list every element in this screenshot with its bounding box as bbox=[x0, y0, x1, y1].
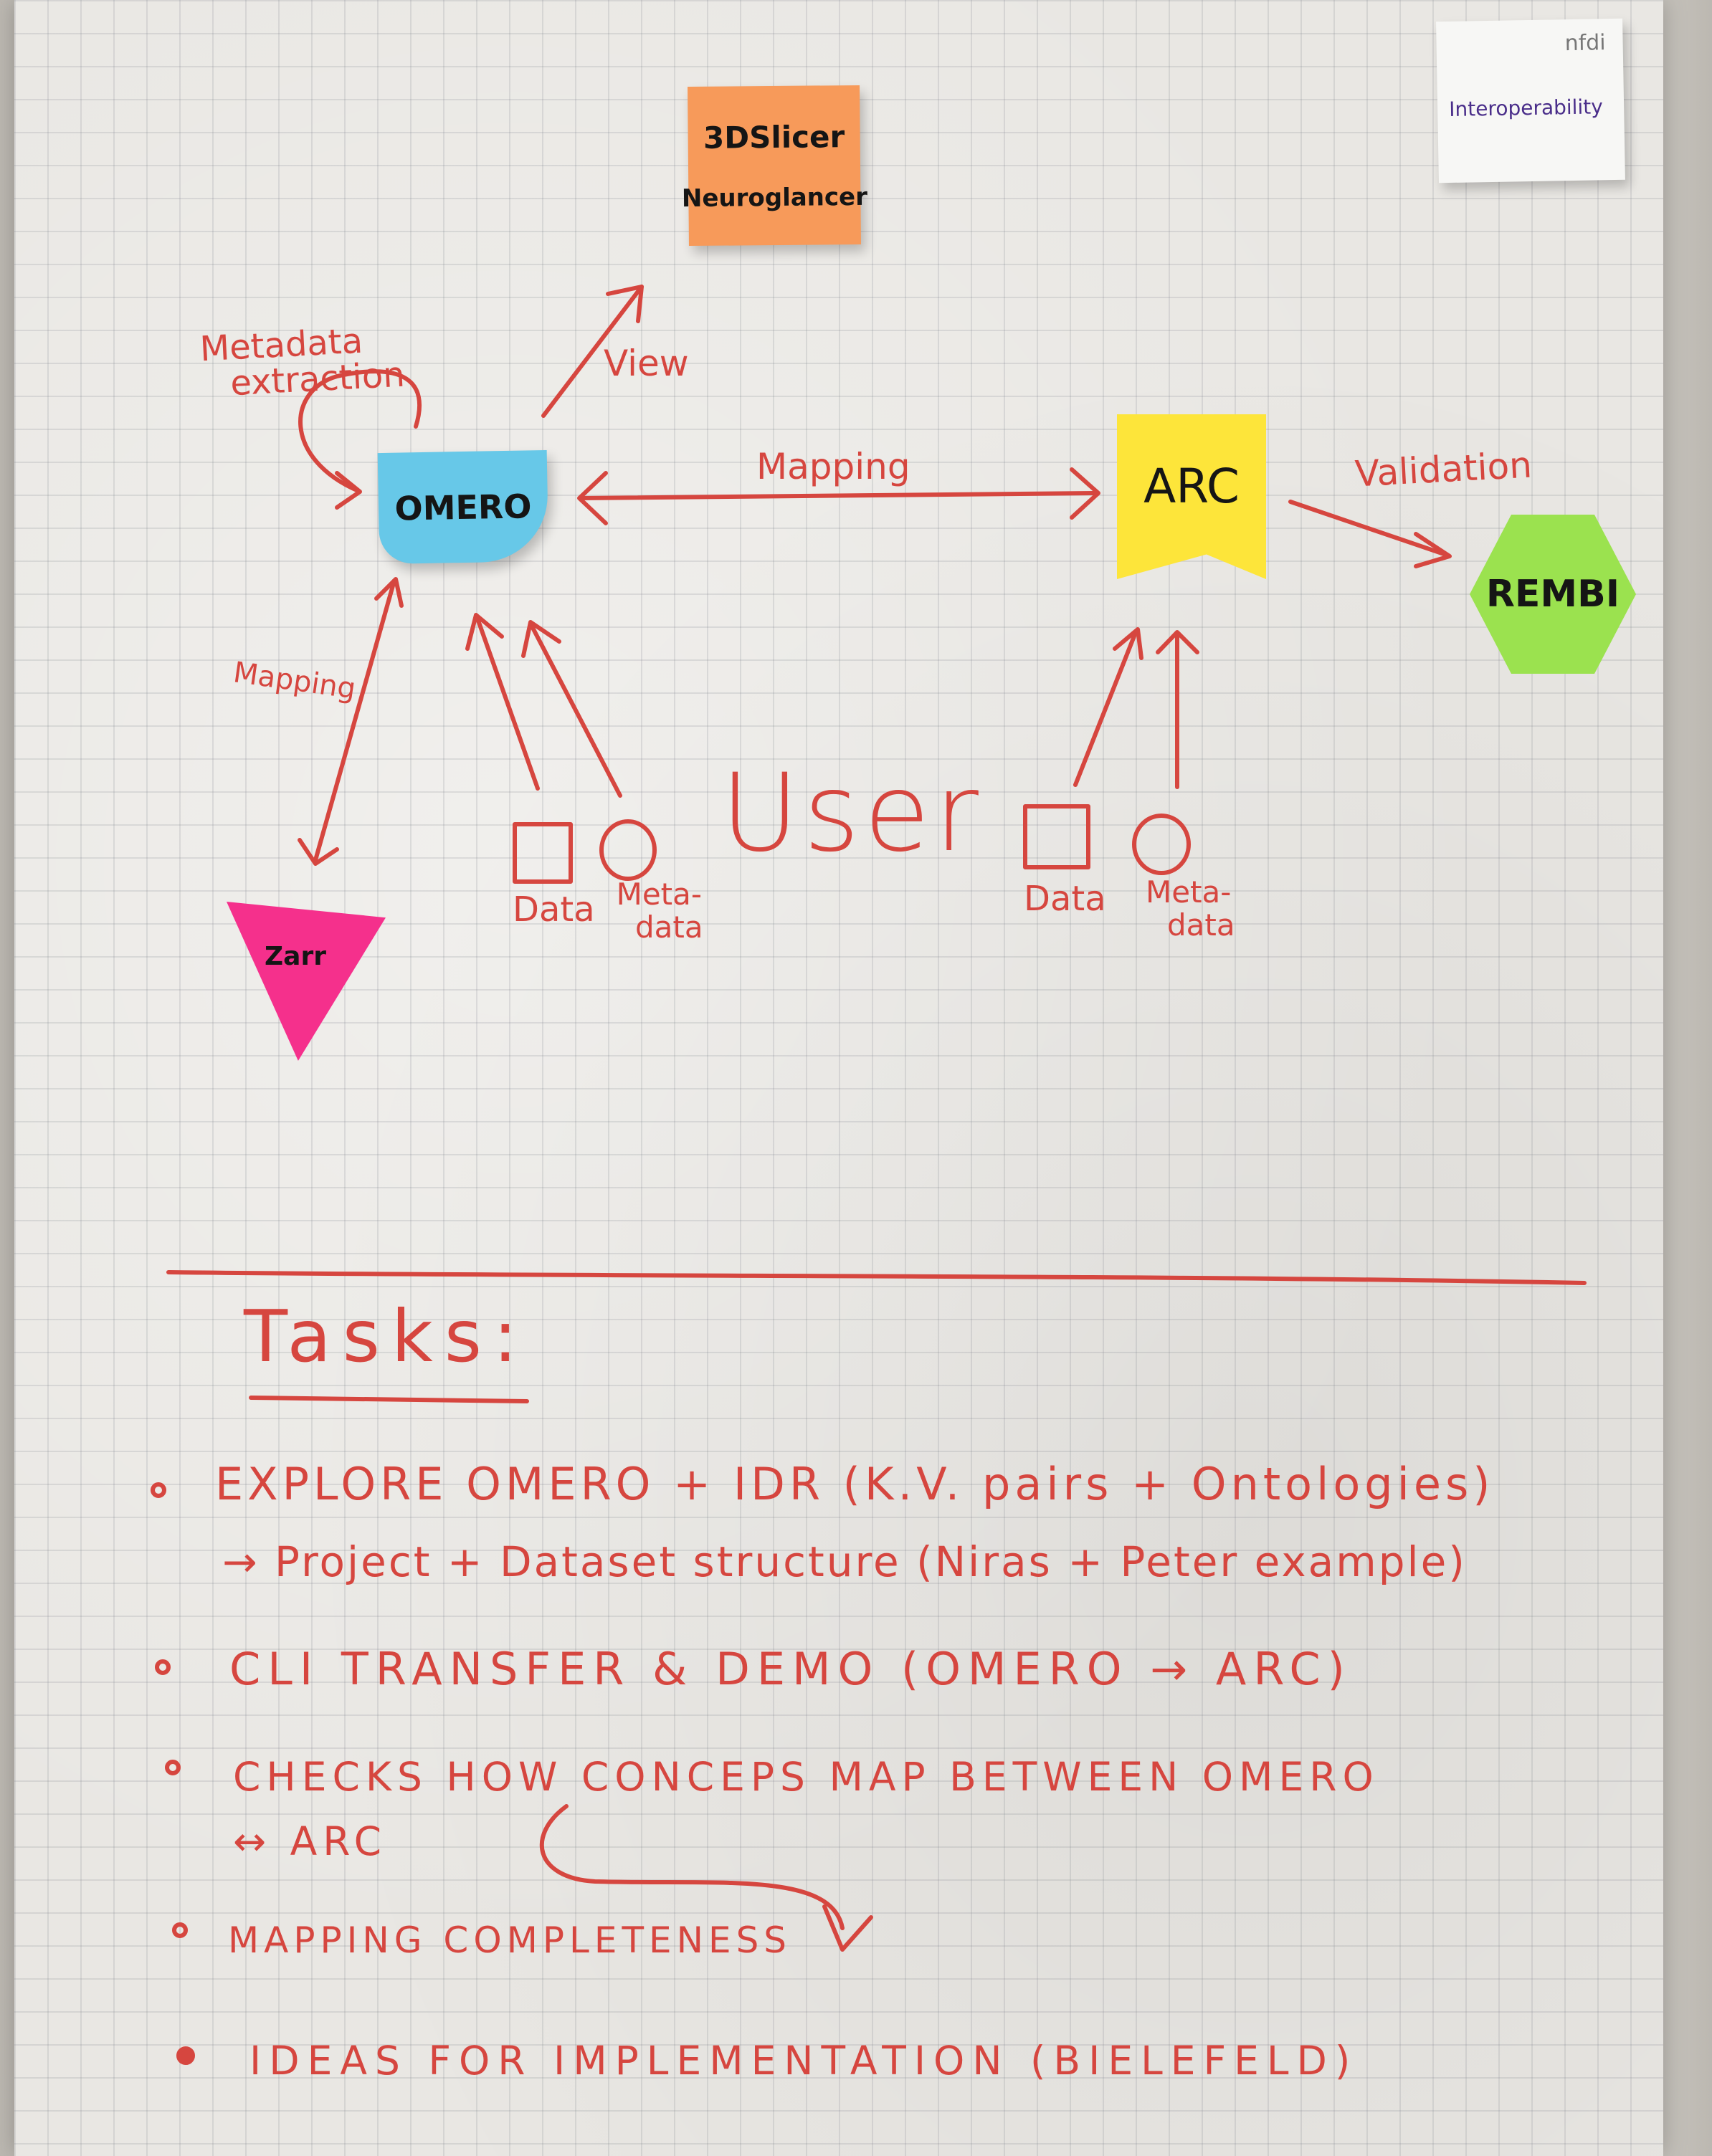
task-bullet bbox=[176, 2046, 195, 2065]
task-item: EXPLORE OMERO + IDR (K.V. pairs + Ontolo… bbox=[215, 1458, 1495, 1510]
slicer-neuroglancer-note: 3DSlicer Neuroglancer bbox=[682, 85, 867, 247]
omero-note: OMERO bbox=[377, 449, 549, 565]
interoperability-note: nfdi Interoperability bbox=[1436, 18, 1625, 183]
task-item: CHECKS HOW CONCEPS MAP BETWEEN OMERO bbox=[233, 1754, 1379, 1800]
rembi-label: REMBI bbox=[1485, 573, 1620, 616]
left-data-arrow bbox=[475, 614, 540, 791]
left-data-square bbox=[513, 822, 573, 884]
metadata-extraction-label: Metadata extraction bbox=[199, 320, 406, 404]
right-metadata-label: Meta- data bbox=[1146, 874, 1235, 943]
task-item: MAPPING COMPLETENESS bbox=[228, 1919, 792, 1961]
task-bullet bbox=[172, 1922, 188, 1938]
mapping-double-arrow bbox=[579, 491, 1099, 500]
curved-arrow bbox=[539, 1804, 845, 1930]
tasks-heading: Tasks: bbox=[244, 1294, 529, 1378]
right-data-label: Data bbox=[1024, 879, 1106, 919]
neuroglancer-label: Neuroglancer bbox=[681, 182, 868, 213]
view-arrow bbox=[541, 285, 644, 418]
metadata-extraction-loop-arrow bbox=[298, 369, 422, 493]
arc-label: ARC bbox=[1143, 458, 1240, 514]
task-bullet bbox=[165, 1760, 181, 1775]
validation-label: Validation bbox=[1354, 444, 1533, 495]
left-metadata-circle bbox=[599, 819, 657, 881]
omero-label: OMERO bbox=[394, 486, 532, 528]
task-item-continuation: ↔ ARC bbox=[233, 1818, 388, 1864]
flipchart-paper bbox=[14, 0, 1663, 2156]
user-label: User bbox=[721, 751, 983, 876]
right-data-square bbox=[1023, 804, 1090, 869]
zarr-label: Zarr bbox=[265, 941, 326, 971]
task-item: CLI TRANSFER & DEMO (OMERO → ARC) bbox=[229, 1643, 1352, 1695]
mapping-top-label: Mapping bbox=[756, 446, 910, 487]
left-metadata-arrow bbox=[528, 621, 622, 798]
left-data-label: Data bbox=[513, 889, 595, 930]
task-bullet bbox=[151, 1482, 166, 1498]
left-metadata-label: Meta- data bbox=[616, 877, 703, 945]
rembi-note: REMBI bbox=[1470, 515, 1636, 674]
validation-arrow bbox=[1288, 500, 1450, 558]
right-metadata-circle bbox=[1132, 814, 1191, 875]
view-label: View bbox=[604, 343, 689, 384]
task-item: IDEAS FOR IMPLEMENTATION (BIELEFELD) bbox=[249, 2038, 1359, 2084]
section-divider bbox=[166, 1270, 1587, 1285]
interoperability-label: Interoperability bbox=[1448, 95, 1604, 121]
task-subitem: → Project + Dataset structure (Niras + P… bbox=[222, 1537, 1467, 1586]
slicer-label: 3DSlicer bbox=[703, 118, 845, 156]
right-data-arrow bbox=[1073, 629, 1138, 787]
tasks-underline bbox=[249, 1396, 529, 1403]
task-bullet bbox=[155, 1659, 171, 1675]
nfdi-logo: nfdi bbox=[1564, 30, 1606, 57]
arc-note: ARC bbox=[1117, 414, 1266, 579]
mapping-left-arrow bbox=[313, 578, 396, 862]
